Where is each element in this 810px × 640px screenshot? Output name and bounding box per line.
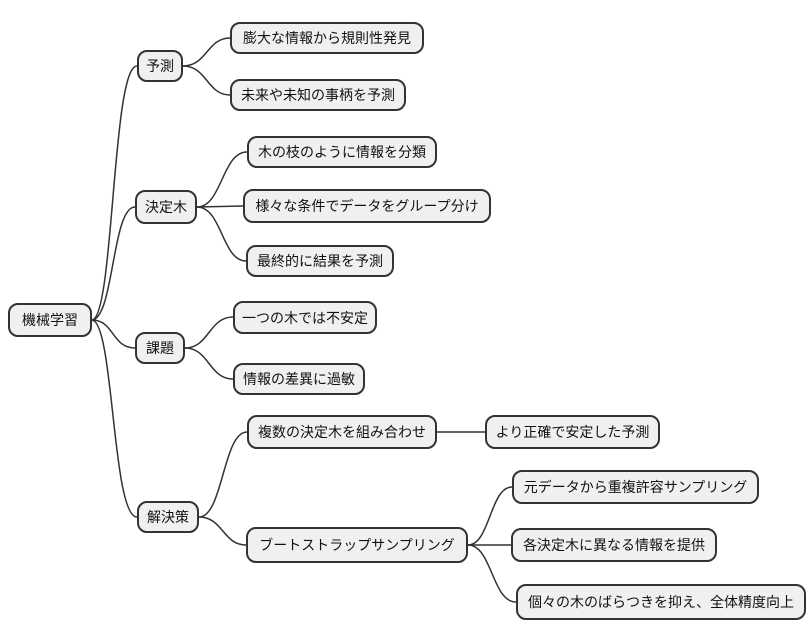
- node-different-data-per-tree: 各決定木に異なる情報を提供: [511, 528, 717, 562]
- edge-solutions-combine: [198, 431, 248, 518]
- edge-bootstrap-sampling: [467, 486, 513, 546]
- edge-issues-unstable: [184, 316, 234, 349]
- node-issues: 課題: [135, 332, 185, 364]
- node-single-tree-unstable: 一つの木では不安定: [233, 301, 377, 334]
- node-sampling-with-replacement: 元データから重複許容サンプリング: [512, 470, 759, 504]
- node-bootstrap-sampling: ブートストラップサンプリング: [246, 527, 468, 563]
- node-accurate-stable-prediction: より正確で安定した予測: [485, 415, 660, 449]
- edge-root-prediction: [91, 65, 138, 321]
- node-group-by-conditions: 様々な条件でデータをグループ分け: [243, 189, 491, 223]
- node-branch-classify: 木の枝のように情報を分類: [247, 136, 437, 168]
- edge-dtree-final: [196, 206, 247, 262]
- node-sensitive-to-variation: 情報の差異に過敏: [233, 363, 365, 395]
- edge-prediction-future: [182, 65, 231, 96]
- edge-issues-sensitive: [184, 347, 234, 380]
- edge-dtree-grouping: [196, 205, 244, 208]
- edge-solutions-bootstrap: [198, 516, 247, 546]
- node-reduce-variance-improve-accuracy: 個々の木のばらつきを抑え、全体精度向上: [516, 584, 806, 620]
- node-decision-tree: 決定木: [135, 190, 197, 224]
- node-predict-unknown: 未来や未知の事柄を予測: [230, 79, 406, 111]
- edge-root-solutions: [91, 319, 138, 518]
- edge-prediction-patterns: [182, 37, 231, 67]
- edge-bootstrap-variance: [467, 544, 517, 603]
- edge-dtree-classify: [196, 151, 248, 208]
- node-solutions: 解決策: [137, 501, 199, 533]
- node-final-prediction: 最終的に結果を予測: [246, 245, 394, 277]
- edge-root-issues: [91, 319, 136, 349]
- node-root-machine-learning: 機械学習: [8, 303, 92, 337]
- node-pattern-discovery: 膨大な情報から規則性発見: [230, 22, 424, 54]
- node-combine-trees: 複数の決定木を組み合わせ: [247, 415, 437, 449]
- node-prediction: 予測: [137, 50, 183, 82]
- edge-root-decision-tree: [91, 206, 136, 321]
